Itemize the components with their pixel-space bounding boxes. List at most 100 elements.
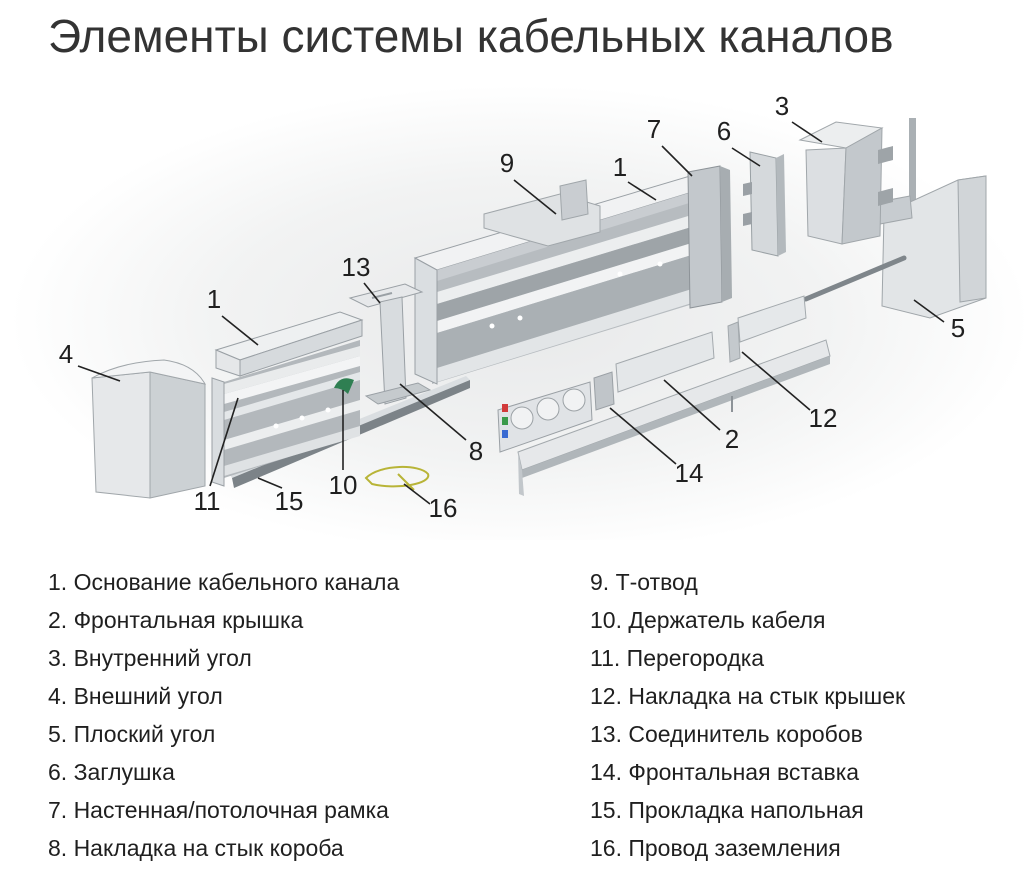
front-cover (517, 331, 831, 496)
socket (510, 406, 534, 430)
callout-label: 12 (809, 403, 838, 433)
inner-corner-left-face (805, 147, 847, 245)
joint-cover-base (364, 382, 432, 405)
flat-corner-side (957, 175, 987, 303)
callouts: 9 1 7 6 3 13 1 4 5 12 2 8 14 10 11 15 16 (59, 91, 965, 523)
legend-item: 15. Прокладка напольная (590, 797, 864, 823)
callout-label: 3 (775, 91, 789, 121)
ground-wire-lead (397, 473, 415, 491)
leader-11 (209, 397, 239, 487)
left-channel-base (211, 311, 364, 487)
front-cover-short (615, 331, 715, 393)
legend-item: 8. Накладка на стык короба (48, 835, 344, 861)
front-insert (497, 371, 615, 453)
inner-corner (798, 121, 893, 245)
socket (562, 388, 586, 412)
callout-label: 10 (329, 470, 358, 500)
legend-item: 9. Т-отвод (590, 569, 698, 595)
legend-item: 4. Внешний угол (48, 683, 223, 709)
end-cap-side (776, 154, 786, 256)
joint-cover (364, 296, 432, 405)
mounting-hole (517, 315, 523, 321)
leader-1-left (221, 315, 259, 346)
leader-12 (741, 351, 811, 411)
inner-corner-tab (878, 146, 893, 164)
outer-corner-left-face (91, 371, 151, 499)
outer-corner-right-face (149, 371, 206, 499)
main-channel-lower-groove (437, 250, 708, 368)
front-cover-long-edge (522, 356, 830, 478)
left-channel-rib (224, 346, 360, 394)
flat-corner (877, 118, 987, 319)
insert-clip (593, 371, 615, 411)
leader-lines (77, 121, 945, 505)
callout-label: 1 (613, 152, 627, 182)
legend-item: 2. Фронтальная крышка (48, 607, 304, 633)
indicator-blue (502, 430, 508, 438)
main-channel-groove (437, 222, 708, 321)
main-channel-bottom-lip (437, 284, 708, 382)
left-channel-rib (224, 400, 360, 450)
leader-3 (791, 121, 823, 143)
leader-1-top (627, 181, 657, 201)
end-cap-face (749, 151, 779, 257)
wall-frame-face (687, 165, 723, 309)
mounting-hole (657, 261, 663, 267)
leader-7 (661, 145, 693, 177)
callout-label: 8 (469, 436, 483, 466)
joint-cover-plate (379, 296, 407, 405)
indicator-green (502, 417, 508, 425)
inner-corner-right-face (841, 127, 883, 245)
main-channel-end (414, 257, 438, 385)
callout-label: 16 (429, 493, 458, 523)
mounting-hole (273, 423, 279, 429)
socket (536, 397, 560, 421)
callout-label: 4 (59, 339, 73, 369)
callout-label: 14 (675, 458, 704, 488)
front-cover-tab (518, 452, 524, 496)
legend-item: 6. Заглушка (48, 759, 175, 785)
left-channel-rib (224, 372, 360, 420)
end-cap-tab (743, 212, 752, 226)
leader-15 (257, 477, 283, 489)
legend-right-column: 9. Т-отвод 10. Держатель кабеля 11. Пере… (590, 563, 1010, 867)
end-cap (743, 151, 786, 257)
wall-frame-side (720, 166, 732, 302)
t-branch-flange (559, 179, 589, 221)
callout-label: 15 (275, 486, 304, 516)
leader-4 (77, 365, 121, 382)
callout-label: 2 (725, 424, 739, 454)
cover-joint-plate (727, 295, 807, 363)
end-cap-tab (743, 182, 752, 196)
leader-9 (513, 179, 557, 215)
callout-label: 1 (207, 284, 221, 314)
main-channel-divider (437, 238, 708, 333)
inner-corner-tab (878, 188, 893, 206)
leader-14 (609, 407, 677, 465)
callout-label: 5 (951, 313, 965, 343)
leader-8 (399, 383, 467, 441)
ground-wire (364, 465, 430, 488)
left-channel-end (211, 377, 225, 487)
t-branch (483, 179, 601, 247)
callout-label: 7 (647, 114, 661, 144)
mounting-hole (617, 271, 623, 277)
callout-label: 9 (500, 148, 514, 178)
connecting-rod (803, 255, 907, 302)
main-channel-rib (437, 210, 708, 304)
legend-item: 13. Соединитель коробов (590, 721, 863, 747)
leader-2 (663, 379, 721, 431)
outer-corner-top (91, 359, 206, 385)
leader-16 (403, 483, 431, 505)
legend-item: 16. Провод заземления (590, 835, 841, 861)
callout-label: 6 (717, 116, 731, 146)
mounting-hole (489, 323, 495, 329)
legend-left-column: 1. Основание кабельного канала 2. Фронта… (48, 563, 568, 867)
cover-joint-plate-clip (727, 321, 741, 363)
legend-item: 10. Держатель кабеля (590, 607, 826, 633)
legend-item: 14. Фронтальная вставка (590, 759, 860, 785)
wall-frame (687, 165, 732, 309)
legend-item: 12. Накладка на стык крышек (590, 683, 906, 709)
leader-6 (731, 147, 761, 167)
leader-13 (363, 282, 381, 304)
